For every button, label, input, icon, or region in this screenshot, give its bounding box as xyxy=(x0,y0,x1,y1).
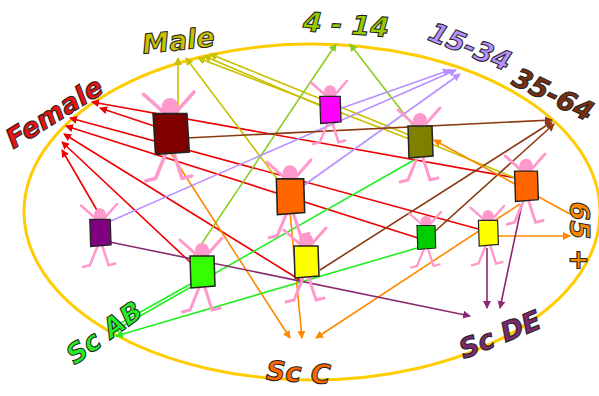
category-label: 4 - 14 xyxy=(302,8,390,41)
category-label: 35-64 xyxy=(508,63,597,125)
category-label: 65 + xyxy=(566,202,593,272)
category-label: Sc DE xyxy=(455,306,545,363)
people xyxy=(81,81,545,312)
category-label: Sc C xyxy=(265,357,331,388)
category-label: Male xyxy=(141,23,216,57)
arrows xyxy=(62,44,570,338)
category-label: Female xyxy=(1,72,107,152)
category-label: 15-34 xyxy=(425,18,515,75)
ellipse-outline xyxy=(24,44,599,380)
